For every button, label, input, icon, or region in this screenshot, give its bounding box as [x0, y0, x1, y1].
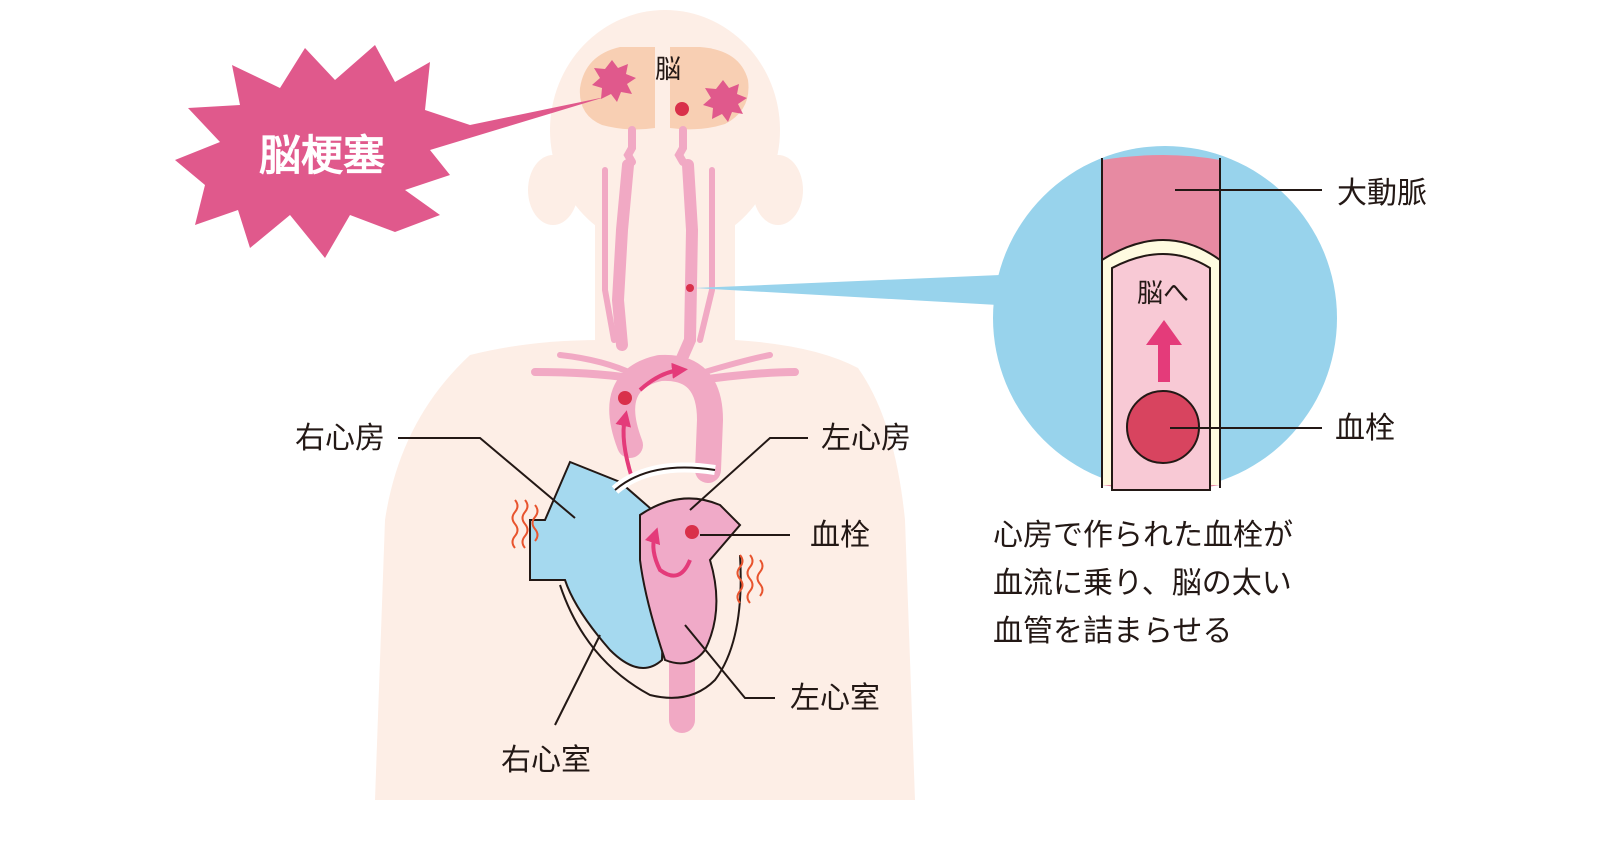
left-atrium-leader [689, 437, 808, 511]
caption-line-3: 血管を詰まらせる [993, 614, 1232, 649]
to-brain-label: 脳へ [1137, 279, 1189, 309]
clot-in-arch [618, 391, 632, 405]
clot-in-neck [686, 284, 694, 292]
clot-in-brain [675, 102, 689, 116]
left-ventricle-label: 左心室 [790, 681, 880, 716]
left-ventricle-leader [684, 624, 775, 699]
infarct-right-icon [703, 80, 747, 122]
left-atrium-label: 左心房 [821, 421, 911, 456]
zoom-embolus-label: 血栓 [1335, 411, 1395, 446]
arch-arrow-up [615, 410, 634, 479]
brain-label: 脳 [655, 55, 681, 85]
up-arrow-icon [1146, 320, 1182, 382]
caption-line-1: 心房で作られた血栓が [993, 518, 1293, 553]
stroke-label: 脳梗塞 [259, 131, 385, 180]
heart [529, 460, 742, 699]
aorta-label: 大動脈 [1337, 176, 1427, 211]
caption-line-2: 血流に乗り、脳の太い [993, 566, 1292, 601]
right-atrium-label: 右心房 [295, 421, 385, 456]
infarct-left-icon [592, 60, 636, 102]
arch-arrow-right [638, 362, 688, 392]
right-ventricle-label: 右心室 [501, 743, 591, 778]
heat-marks [511, 499, 764, 604]
caption: 心房で作られた血栓が 血流に乗り、脳の太い 血管を詰まらせる [993, 518, 1293, 649]
stroke-burst [175, 45, 605, 258]
right-atrium-leader [398, 437, 576, 519]
heart-embolus-label: 血栓 [810, 518, 870, 553]
zoom-beam [694, 275, 1000, 305]
right-ventricle-leader [554, 634, 601, 726]
